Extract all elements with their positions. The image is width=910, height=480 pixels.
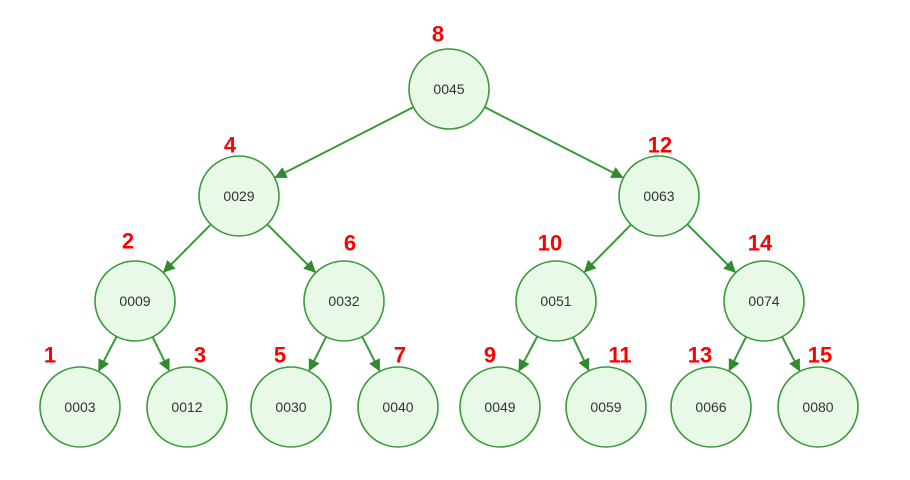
node-index-label: 12 (648, 133, 672, 158)
node-index-label: 9 (484, 343, 496, 368)
node-index-label: 15 (808, 343, 832, 368)
node-key-label: 0012 (171, 399, 202, 415)
node-key-label: 0045 (433, 81, 464, 97)
tree-node-0049: 0049 9 (460, 343, 540, 448)
tree-node-0059: 0059 11 (566, 343, 646, 448)
edge-n14-to-n15 (782, 337, 799, 371)
edge-n6-to-n5 (309, 337, 326, 371)
tree-node-0003: 0003 1 (40, 343, 120, 448)
edge-n12-to-n10 (585, 225, 631, 272)
node-key-label: 0049 (484, 399, 515, 415)
tree-node-0080: 0080 15 (778, 343, 858, 448)
edges-layer (99, 107, 800, 371)
edge-n14-to-n13 (729, 337, 746, 371)
node-key-label: 0003 (64, 399, 95, 415)
edge-n4-to-n6 (267, 224, 315, 272)
node-index-label: 1 (44, 343, 56, 368)
tree-node-0009: 0009 2 (95, 229, 175, 342)
node-index-label: 10 (538, 231, 562, 256)
node-index-label: 3 (194, 343, 206, 368)
node-index-label: 11 (608, 343, 631, 368)
node-key-label: 0009 (119, 293, 150, 309)
edge-n10-to-n11 (573, 337, 588, 370)
node-key-label: 0032 (328, 293, 359, 309)
tree-node-0074: 0074 14 (724, 231, 804, 342)
tree-node-0012: 0012 3 (147, 343, 227, 448)
node-key-label: 0051 (540, 293, 571, 309)
edge-n8-to-n12 (485, 107, 623, 177)
tree-node-0051: 0051 10 (516, 231, 596, 342)
nodes-layer: 0045800294006312000920032600511000741400… (40, 22, 858, 448)
node-key-label: 0040 (382, 399, 413, 415)
tree-node-0063: 0063 12 (619, 133, 699, 237)
node-index-label: 4 (224, 133, 237, 158)
tree-node-0032: 0032 6 (304, 231, 384, 342)
tree-node-0045: 0045 8 (409, 22, 489, 130)
node-key-label: 0029 (223, 188, 254, 204)
node-index-label: 5 (274, 343, 286, 368)
node-index-label: 7 (394, 343, 406, 368)
node-key-label: 0063 (643, 188, 674, 204)
edge-n12-to-n14 (687, 224, 735, 272)
node-key-label: 0030 (275, 399, 306, 415)
node-index-label: 8 (432, 22, 444, 47)
node-key-label: 0066 (695, 399, 726, 415)
node-key-label: 0074 (748, 293, 779, 309)
edge-n4-to-n2 (164, 224, 211, 271)
edge-n6-to-n7 (362, 337, 379, 371)
tree-node-0066: 0066 13 (671, 343, 751, 448)
node-key-label: 0080 (802, 399, 833, 415)
edge-n2-to-n3 (153, 337, 169, 370)
node-index-label: 13 (688, 343, 712, 368)
tree-node-0029: 0029 4 (199, 133, 279, 237)
edge-n8-to-n4 (276, 107, 414, 177)
tree-node-0030: 0030 5 (251, 343, 331, 448)
edge-n2-to-n1 (99, 337, 117, 371)
tree-node-0040: 0040 7 (358, 343, 438, 448)
edge-n10-to-n9 (519, 336, 537, 370)
node-key-label: 0059 (590, 399, 621, 415)
node-index-label: 6 (344, 231, 356, 256)
node-index-label: 2 (122, 229, 134, 254)
node-index-label: 14 (748, 231, 773, 256)
